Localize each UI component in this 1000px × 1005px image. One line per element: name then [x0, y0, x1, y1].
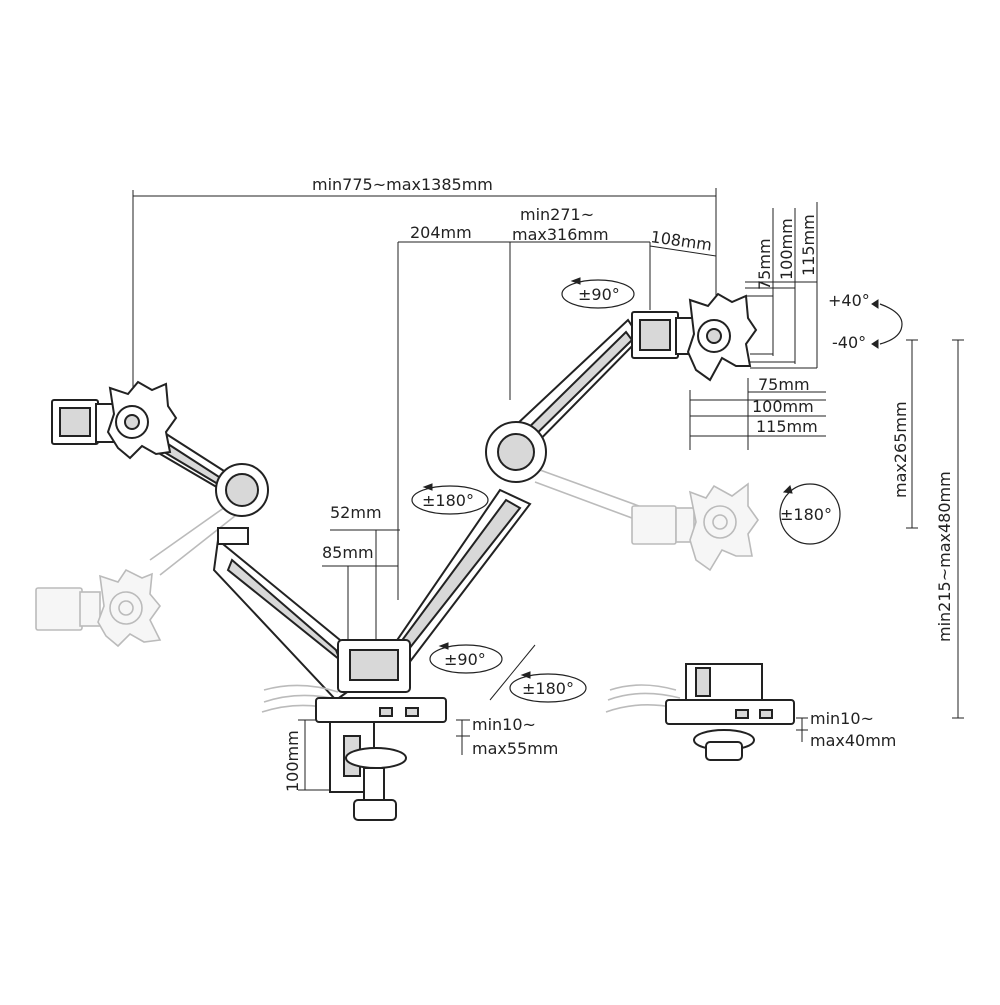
arm-thickness-52-label: 52mm [330, 503, 382, 522]
arm-extension-label-1: min271~ [520, 205, 594, 224]
tilt-up-label: +40° [828, 291, 870, 310]
desk-grommet-right [605, 663, 795, 761]
ghost-right-monitor [534, 469, 759, 572]
main-arms [212, 488, 532, 702]
clamp-range-2-label-1: min10~ [810, 709, 874, 728]
pole-offset-label: 204mm [410, 223, 472, 242]
vesa-vertical-100-label: 100mm [777, 218, 796, 280]
vesa-vertical-115-label: 115mm [799, 214, 818, 276]
vesa-vertical-75-label: 75mm [755, 238, 774, 290]
dimension-lines [132, 188, 964, 791]
clamp-range-1-label-1: min10~ [472, 715, 536, 734]
vesa-horizontal-75-label: 75mm [758, 375, 810, 394]
tilt-down-label: -40° [832, 333, 866, 352]
desk-clamp-left [261, 684, 447, 821]
rotation-base-label: ±180° [522, 679, 574, 698]
clamp-range-2-label-2: max40mm [810, 731, 896, 750]
swivel-head-label: ±90° [578, 285, 620, 304]
right-arm [485, 292, 758, 483]
arm-extension-label-2: max316mm [512, 225, 609, 244]
rotation-arrows [411, 277, 903, 703]
plate-offset-label: 108mm [649, 227, 713, 254]
arm-thickness-85-label: 85mm [322, 543, 374, 562]
left-arm [51, 380, 269, 517]
height-range-label: min215~max480mm [935, 471, 954, 642]
ghost-left-monitor [35, 499, 241, 648]
total-width-label: min775~max1385mm [312, 175, 493, 194]
swivel-base-label: ±90° [444, 650, 486, 669]
vesa-horizontal-115-label: 115mm [756, 417, 818, 436]
clamp-range-1-label-2: max55mm [472, 739, 558, 758]
vesa-horizontal-100-label: 100mm [752, 397, 814, 416]
height-adjust-label: max265mm [891, 401, 910, 498]
labels: min775~max1385mm min271~ max316mm 204mm … [283, 175, 954, 792]
rotation-arm-label: ±180° [422, 491, 474, 510]
clamp-depth-label: 100mm [283, 730, 302, 792]
rotation-screen-label: ±180° [780, 505, 832, 524]
